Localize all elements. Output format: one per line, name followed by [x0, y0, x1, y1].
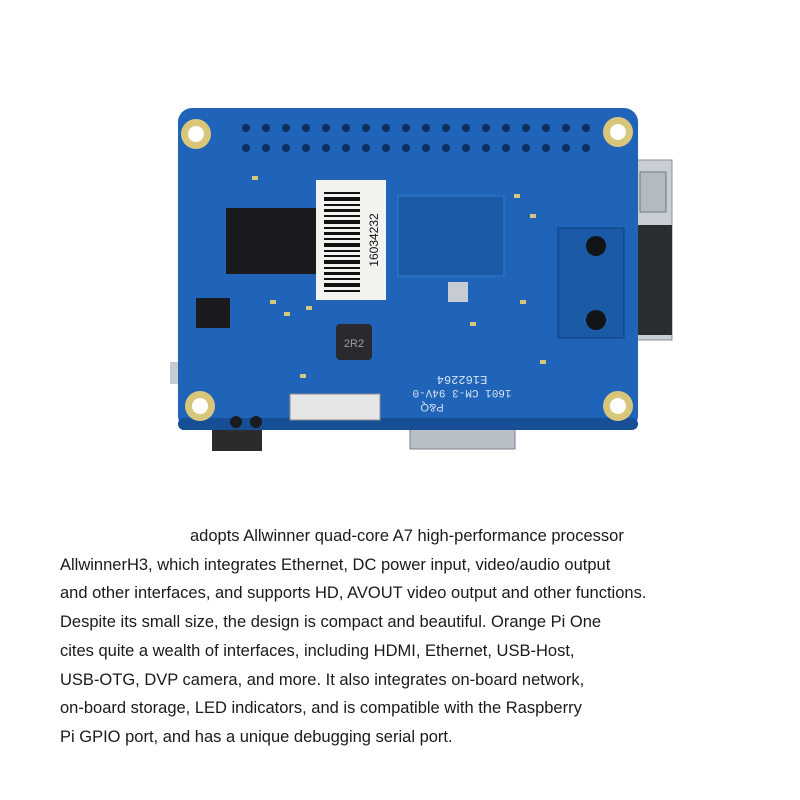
description-line: adopts Allwinner quad-core A7 high-perfo… [190, 527, 624, 545]
barcode-label: 16034232 [316, 180, 386, 300]
gpio-header [242, 124, 590, 152]
description-line: and other interfaces, and supports HD, A… [60, 584, 647, 603]
crystal [448, 282, 468, 302]
ethernet-port [632, 225, 672, 335]
camera-connector [289, 393, 381, 421]
description-line: cites quite a wealth of interfaces, incl… [60, 641, 575, 660]
description-line: Despite its small size, the design is co… [60, 613, 602, 632]
inductor [336, 324, 372, 360]
description-line: Pi GPIO port, and has a unique debugging… [60, 727, 453, 746]
description-line: USB-OTG, DVP camera, and more. It also i… [60, 670, 585, 689]
screw-top [586, 236, 606, 256]
ethernet-chip [397, 195, 505, 277]
mounting-holes [181, 117, 633, 421]
silkscreen-code: E162264 [437, 372, 487, 386]
silkscreen-brand: P&Q [420, 401, 444, 413]
led-right [250, 416, 262, 428]
barcode-number: 16034232 [367, 213, 381, 267]
description-line: on-board storage, LED indicators, and is… [60, 699, 582, 718]
memory-chip [226, 208, 322, 274]
side-button [170, 362, 180, 384]
product-description: adopts Allwinner quad-core A7 high-perfo… [60, 522, 780, 752]
description-line: AllwinnerH3, which integrates Ethernet, … [60, 555, 611, 574]
usb-port [639, 171, 667, 213]
screw-bottom [586, 310, 606, 330]
silkscreen-rating: 1601 CM-3 94V-0 [412, 386, 511, 398]
board-photo: 2R2 16034232 E162264 1601 CM-3 94V-0 P&Q [170, 108, 673, 451]
led-left [230, 416, 242, 428]
pcb-edge-shadow [178, 418, 638, 430]
smd-components [252, 176, 546, 378]
inductor-marking: 2R2 [344, 338, 364, 350]
regulator-chip [196, 298, 230, 328]
